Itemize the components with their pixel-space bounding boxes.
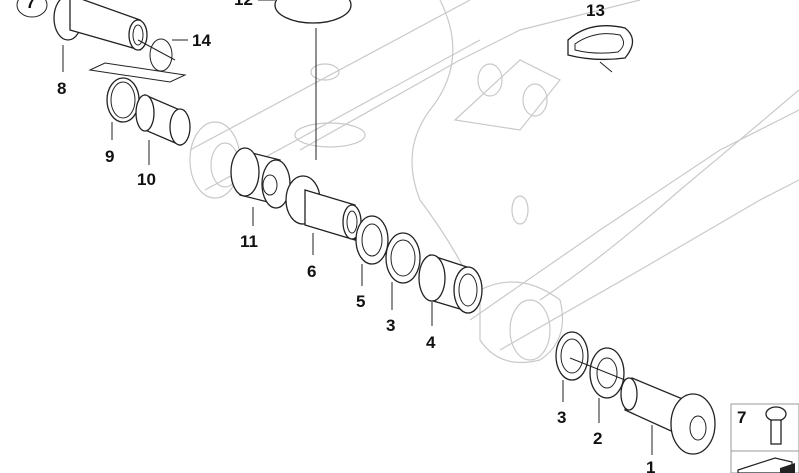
- part-13-cap[interactable]: [567, 25, 634, 61]
- callout-6: 6: [307, 262, 316, 281]
- callout-1: 1: [646, 458, 655, 473]
- callout-4: 4: [426, 333, 436, 352]
- callout-label: 7: [26, 0, 35, 12]
- part-12-cover[interactable]: [274, 0, 352, 160]
- callout-7-box: 7: [737, 408, 746, 427]
- part-3-washer-left[interactable]: [385, 232, 421, 284]
- part-10-sleeve[interactable]: [135, 94, 191, 146]
- callout-3-right: 3: [557, 408, 566, 427]
- part-6-flanged-sleeve[interactable]: [285, 175, 362, 241]
- callout-13: 13: [586, 1, 605, 20]
- callout-10: 10: [137, 170, 156, 189]
- part-4-needle-bearing[interactable]: [418, 254, 483, 314]
- swing-arm-outline: [189, 0, 799, 364]
- part-5-washer[interactable]: [355, 215, 389, 265]
- part-9-ring[interactable]: [106, 77, 140, 123]
- part-14-o-ring[interactable]: [88, 38, 187, 83]
- part-7-screw-box[interactable]: [730, 403, 799, 473]
- part-2-washer[interactable]: [569, 347, 626, 399]
- callout-11: 11: [240, 232, 258, 251]
- part-11-rubber-bush[interactable]: [230, 147, 291, 209]
- part-8-flanged-bush[interactable]: [53, 0, 148, 51]
- callout-7-circled: 7: [16, 0, 48, 18]
- callout-12: 12: [234, 0, 253, 9]
- callout-3-left: 3: [386, 316, 395, 335]
- callout-2: 2: [593, 429, 602, 448]
- part-1-axle-bolt[interactable]: [620, 377, 716, 455]
- part-3-washer-right[interactable]: [555, 331, 589, 381]
- callout-9: 9: [105, 147, 114, 166]
- callout-5: 5: [356, 292, 365, 311]
- callout-8: 8: [57, 79, 66, 98]
- callout-14: 14: [192, 31, 211, 50]
